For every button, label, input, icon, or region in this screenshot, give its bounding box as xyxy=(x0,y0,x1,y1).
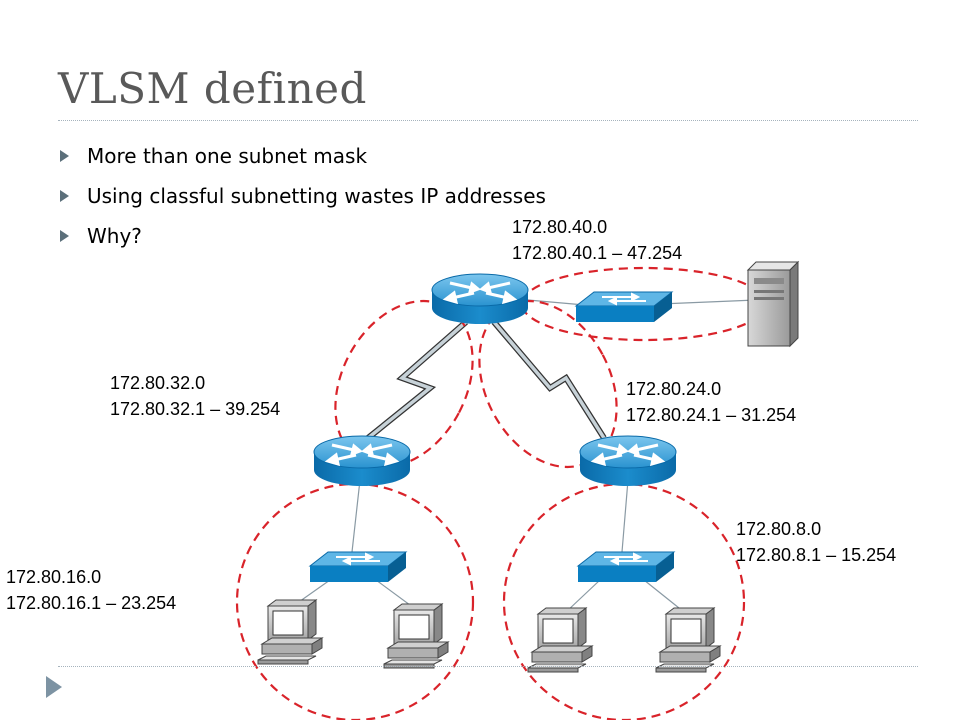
router-icon xyxy=(430,272,530,326)
subnet-network: 172.80.40.0 xyxy=(512,217,608,237)
subnet-outline-8 xyxy=(502,482,746,720)
subnet-outline-24 xyxy=(478,299,618,469)
bullet-item: More than one subnet mask xyxy=(60,136,546,176)
slide-title: VLSM defined xyxy=(58,64,367,113)
bullet-arrow-icon xyxy=(60,150,69,162)
switch-icon xyxy=(309,551,407,583)
bullet-item: Using classful subnetting wastes IP addr… xyxy=(60,176,546,216)
bullet-text: More than one subnet mask xyxy=(87,144,368,168)
bullet-item: Why? xyxy=(60,216,546,256)
title-divider xyxy=(58,120,918,121)
subnet-range: 172.80.32.1 – 39.254 xyxy=(110,399,281,419)
subnet-label-32: 172.80.32.0 172.80.32.1 – 39.254 xyxy=(110,370,280,422)
bullet-text: Why? xyxy=(87,224,142,248)
subnet-outline-32 xyxy=(334,299,474,469)
link-switch-pc3 xyxy=(565,579,601,613)
server-icon xyxy=(746,260,800,348)
bullet-list: More than one subnet mask Using classful… xyxy=(60,136,546,256)
next-slide-icon[interactable] xyxy=(46,676,62,698)
subnet-network: 172.80.16.0 xyxy=(6,567,102,587)
workstation-icon xyxy=(383,603,449,669)
link-switch-pc2 xyxy=(375,579,415,609)
switch-icon xyxy=(575,291,673,323)
bullet-text: Using classful subnetting wastes IP addr… xyxy=(87,184,546,208)
subnet-range: 172.80.16.1 – 23.254 xyxy=(6,593,177,613)
subnet-range: 172.80.8.1 – 15.254 xyxy=(736,545,897,565)
switch-icon xyxy=(577,551,675,583)
subnet-network: 172.80.8.0 xyxy=(736,519,822,539)
link-router-switch-left xyxy=(351,479,361,553)
link-switch-pc4 xyxy=(643,579,685,613)
router-icon xyxy=(312,434,412,488)
workstation-icon xyxy=(527,607,593,673)
subnet-outline-16 xyxy=(235,482,475,720)
footer-divider xyxy=(58,666,918,667)
subnet-label-16: 172.80.16.0 172.80.16.1 – 23.254 xyxy=(6,564,176,616)
subnet-label-40: 172.80.40.0 172.80.40.1 – 47.254 xyxy=(512,214,682,266)
subnet-range: 172.80.40.1 – 47.254 xyxy=(512,243,683,263)
link-switch-server xyxy=(659,299,757,305)
serial-link-icon xyxy=(366,319,468,441)
link-router-switch-right xyxy=(621,479,629,553)
subnet-network: 172.80.32.0 xyxy=(110,373,206,393)
router-icon xyxy=(578,434,678,488)
subnet-label-24: 172.80.24.0 172.80.24.1 – 31.254 xyxy=(626,376,796,428)
subnet-range: 172.80.24.1 – 31.254 xyxy=(626,405,797,425)
workstation-icon xyxy=(655,607,721,673)
workstation-icon xyxy=(257,599,323,665)
subnet-label-8: 172.80.8.0 172.80.8.1 – 15.254 xyxy=(736,516,896,568)
bullet-arrow-icon xyxy=(60,190,69,202)
bullet-arrow-icon xyxy=(60,230,69,242)
serial-link-icon xyxy=(491,320,607,440)
subnet-network: 172.80.24.0 xyxy=(626,379,722,399)
